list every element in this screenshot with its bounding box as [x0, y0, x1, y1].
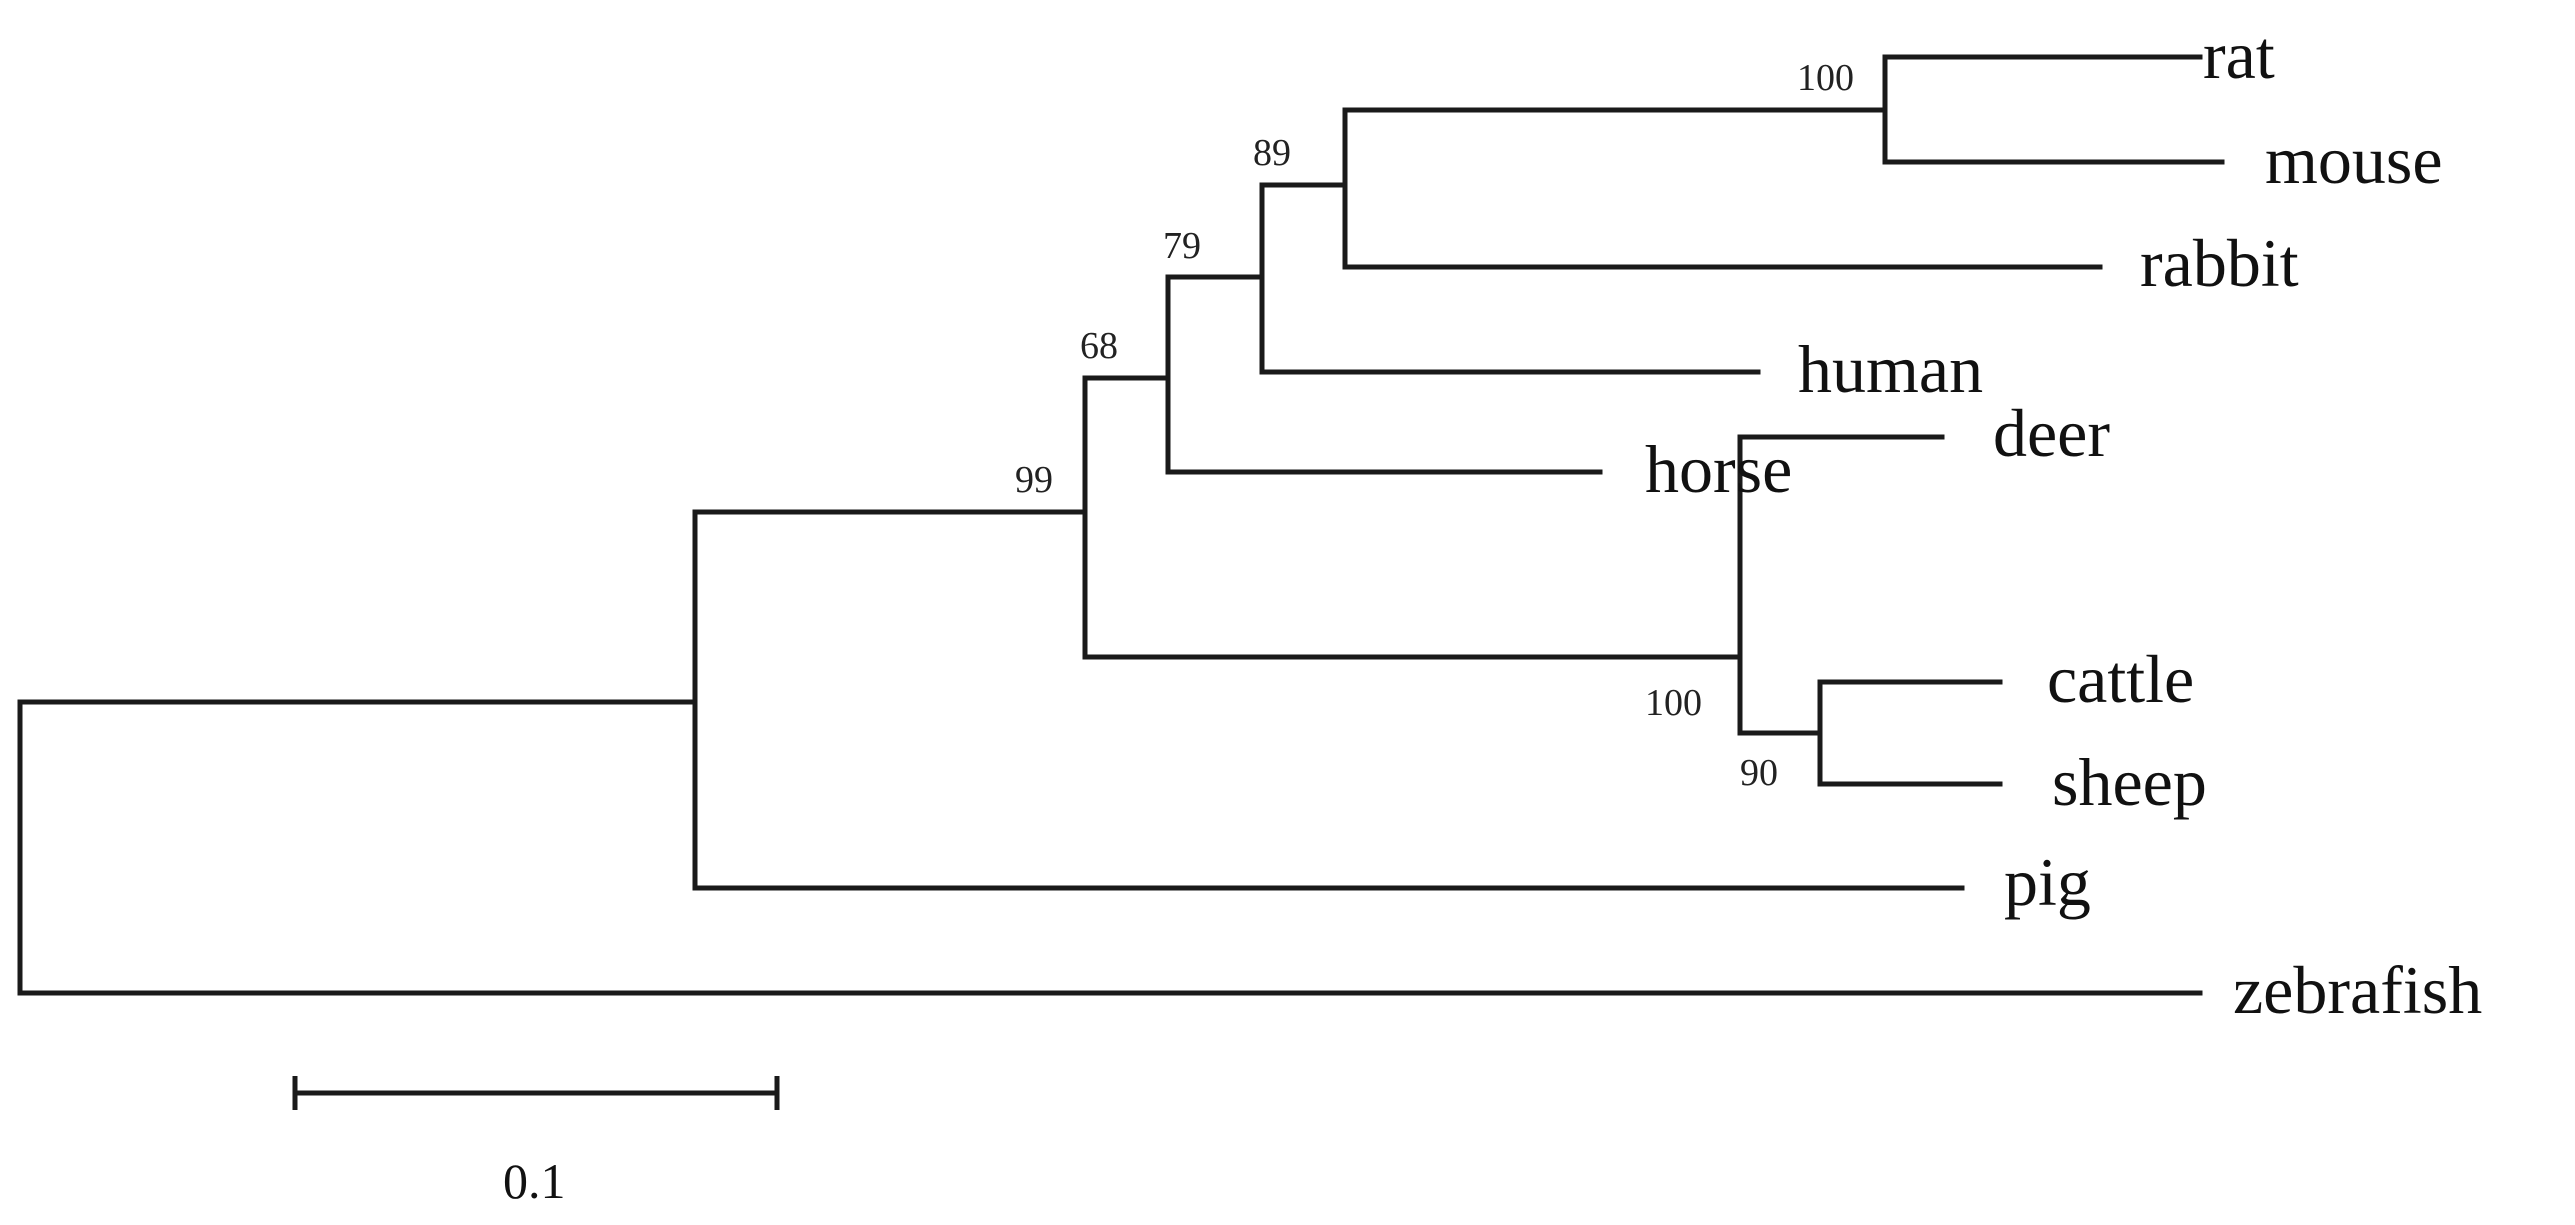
tree-branches	[17, 54, 2225, 996]
scale-bar-label: 0.1	[503, 1153, 566, 1209]
support-value-bovids: 90	[1740, 752, 1778, 794]
support-value-node-99: 99	[1015, 459, 1053, 501]
scale-bar-line	[292, 1076, 780, 1110]
taxon-labels: rat mouse rabbit human horse deer cattle…	[1645, 17, 2482, 1028]
taxon-label-sheep: sheep	[2052, 744, 2207, 820]
support-value-rat-mouse: 100	[1797, 57, 1854, 99]
taxon-label-deer: deer	[1993, 395, 2110, 471]
support-value-ruminants: 100	[1645, 682, 1702, 724]
taxon-label-horse: horse	[1645, 431, 1792, 507]
support-value-node-68: 68	[1080, 325, 1118, 367]
taxon-label-zebrafish: zebrafish	[2233, 952, 2482, 1028]
taxon-label-pig: pig	[2004, 844, 2091, 920]
taxon-label-human: human	[1798, 331, 1983, 407]
taxon-label-rabbit: rabbit	[2140, 225, 2299, 301]
scale-bar: 0.1	[292, 1076, 780, 1209]
support-value-node-89: 89	[1253, 132, 1291, 174]
taxon-label-rat: rat	[2203, 17, 2275, 93]
taxon-label-cattle: cattle	[2047, 641, 2194, 717]
support-value-node-79: 79	[1163, 225, 1201, 267]
support-values: 100 89 79 68 99 100 90	[1015, 57, 1854, 794]
taxon-label-mouse: mouse	[2265, 122, 2443, 198]
